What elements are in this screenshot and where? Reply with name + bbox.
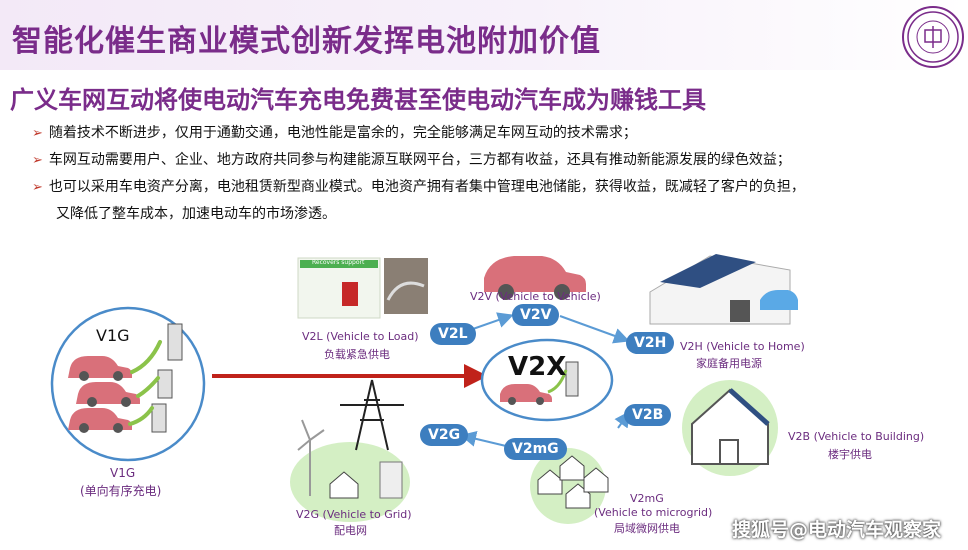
- v2h-pill: V2H: [626, 332, 675, 354]
- v2l-pill: V2L: [430, 323, 476, 345]
- v2g-cn-label: 配电网: [334, 524, 367, 537]
- bullet-item: ➢ 也可以采用车电资产分离，电池租赁新型商业模式。电池资产拥有者集中管理电池储能，…: [32, 176, 805, 196]
- v1g-circle-label: V1G: [96, 326, 130, 345]
- v1g-label: V1G: [110, 466, 136, 480]
- v2h-cn-label: 家庭备用电源: [696, 357, 762, 370]
- bullet-item: ➢ 车网互动需要用户、企业、地方政府共同参与构建能源互联网平台，三方都有收益，还具…: [32, 149, 791, 169]
- charging-cable-icon: [547, 369, 568, 394]
- bullet-text: 随着技术不断进步，仅用于通勤交通，电池性能是富余的，完全能够满足车网互动的技术需…: [48, 125, 637, 141]
- bullet-arrow-icon: ➢: [32, 180, 43, 195]
- slide-subtitle: 广义车网互动将使电动汽车充电免费甚至使电动汽车成为赚钱工具: [10, 86, 706, 114]
- connection-arrows: [459, 312, 631, 447]
- car-icon: [76, 382, 140, 407]
- v2g-grid-icon: [290, 379, 410, 522]
- charger-icon: [151, 323, 183, 433]
- v2b-label: V2B (Vehicle to Building): [788, 430, 925, 443]
- v2v-pill: V2V: [512, 304, 560, 326]
- v2b-pill: V2B: [624, 404, 672, 426]
- v2l-cn-label: 负载紧急供电: [324, 348, 390, 361]
- v2b-cn-label: 楼宇供电: [828, 448, 872, 461]
- v2v-car-icon: [484, 256, 586, 300]
- v2mg-label: V2mG: [630, 492, 664, 505]
- car-icon: [68, 356, 132, 381]
- v2h-label: V2H (Vehicle to Home): [680, 340, 805, 353]
- v2h-house-icon: [649, 254, 798, 325]
- bullet-text: 车网互动需要用户、企业、地方政府共同参与构建能源互联网平台，三方都有收益，还具有…: [48, 152, 791, 168]
- slide-title: 智能化催生商业模式创新发挥电池附加价值: [12, 24, 601, 59]
- v1g-circle: [50, 306, 206, 462]
- bullet-arrow-icon: ➢: [32, 153, 43, 168]
- v2g-label: V2G (Vehicle to Grid): [296, 508, 412, 521]
- v2x-center: [480, 338, 614, 422]
- v2l-photo: [297, 257, 428, 319]
- charging-cable-icon: [128, 340, 162, 426]
- v2v-label: V2V (Vehicle to Vehicle): [470, 290, 601, 303]
- watermark: 搜狐号@电动汽车观察家: [732, 519, 942, 541]
- load-photo-caption: Recovers support: [312, 259, 365, 266]
- v1g-cn-label: (单向有序充电): [80, 484, 162, 498]
- car-icon: [68, 408, 132, 433]
- bullet-item: ➢ 随着技术不断进步，仅用于通勤交通，电池性能是富余的，完全能够满足车网互动的技术…: [32, 122, 637, 142]
- v2mg-label-en: (Vehicle to microgrid): [594, 506, 713, 519]
- bullet-arrow-icon: ➢: [32, 126, 43, 141]
- v2mg-pill: V2mG: [504, 438, 567, 460]
- logo-seal-icon: [907, 11, 959, 63]
- v2g-pill: V2G: [420, 424, 469, 446]
- charger-icon: [565, 361, 579, 397]
- v2l-label: V2L (Vehicle to Load): [302, 330, 419, 343]
- university-logo: [902, 6, 964, 68]
- v2b-building-icon: [682, 380, 778, 476]
- title-bar: [0, 0, 968, 70]
- bullet-continuation: 又降低了整车成本，加速电动车的市场渗透。: [56, 206, 336, 222]
- v2x-label: V2X: [508, 352, 567, 382]
- bullet-text: 也可以采用车电资产分离，电池租赁新型商业模式。电池资产拥有者集中管理电池储能，获…: [48, 179, 805, 195]
- v2mg-microgrid-icon: [530, 448, 609, 524]
- car-icon: [500, 384, 552, 405]
- v2mg-cn-label: 局域微网供电: [614, 522, 680, 535]
